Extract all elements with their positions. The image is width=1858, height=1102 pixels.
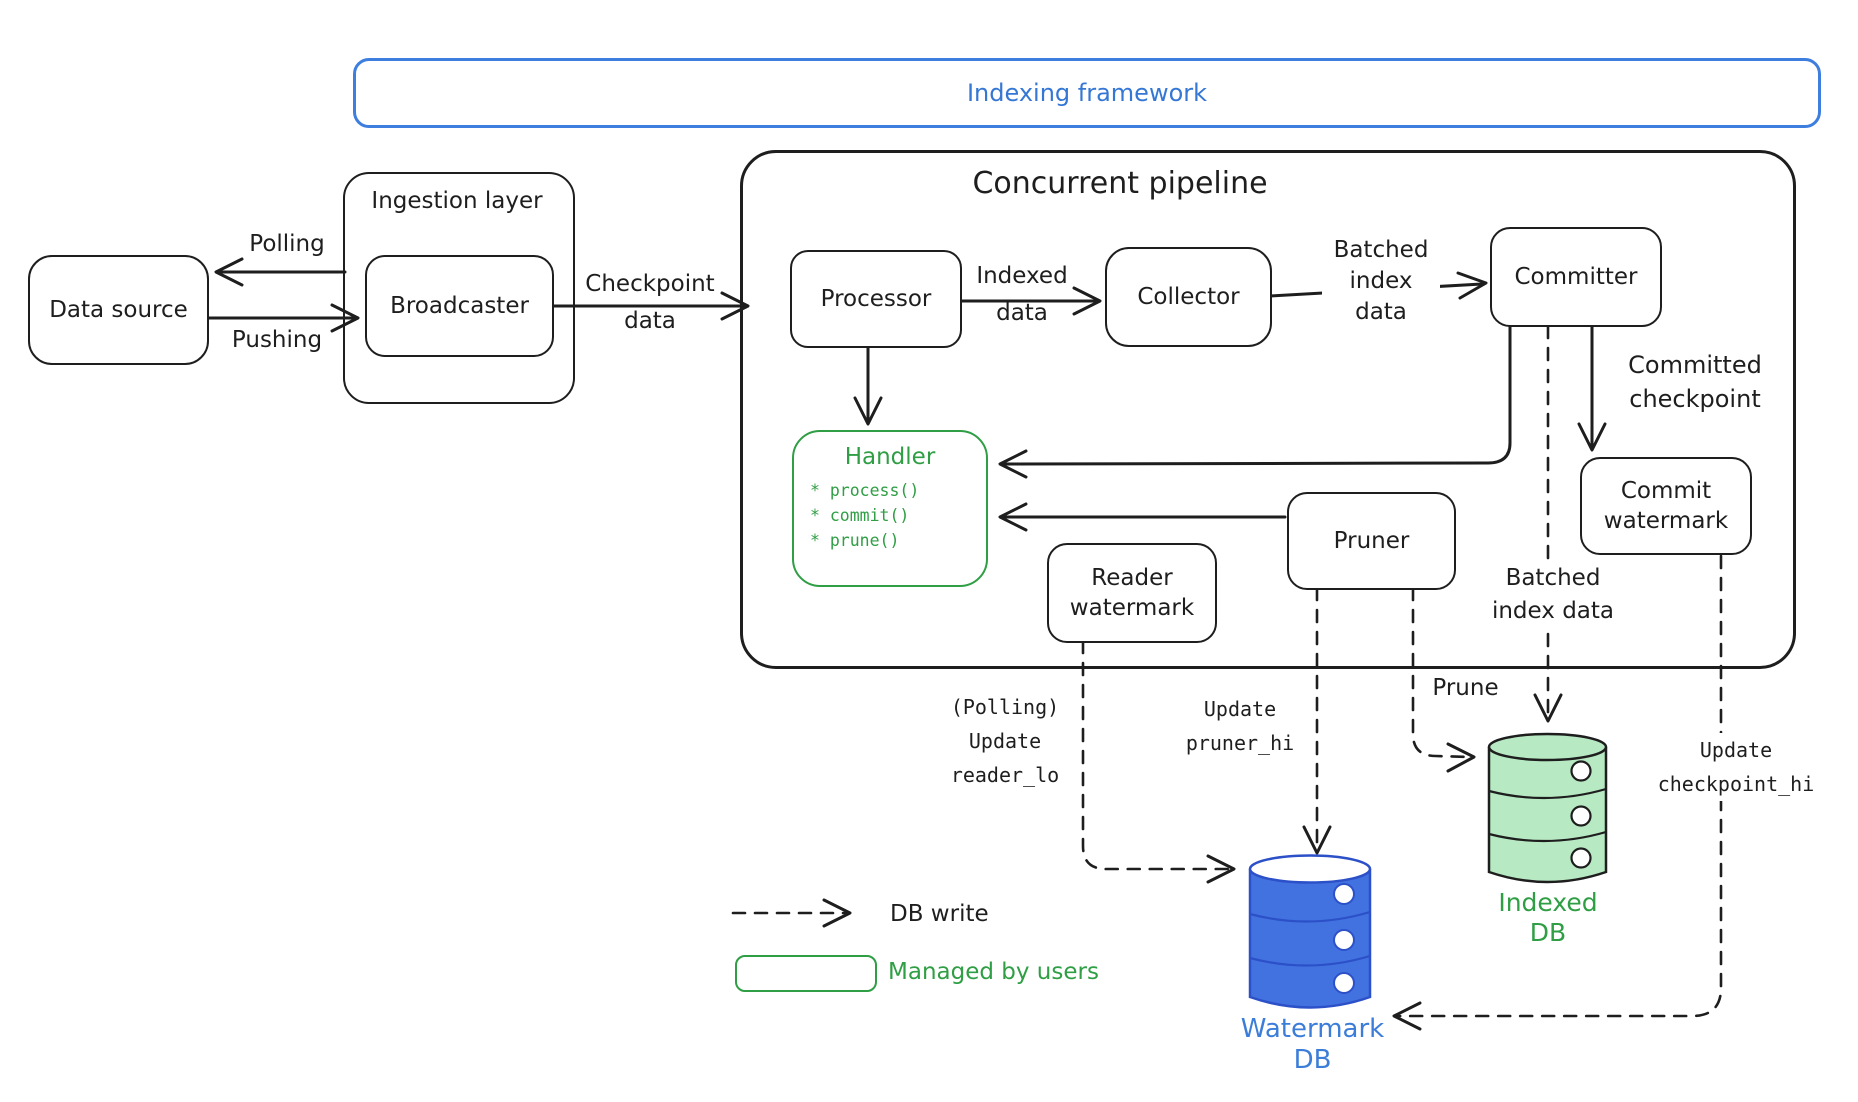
handler-method-process: * process() (810, 481, 920, 500)
reader-lo-dashed-line (1081, 639, 1232, 871)
update-pruner-hi-label: Update pruner_hi (1185, 697, 1295, 755)
indexed-db-icon (1487, 732, 1608, 884)
pruner-node: Pruner (1287, 492, 1456, 590)
broadcaster-node: Broadcaster (365, 255, 554, 357)
handler-method-list: * process() * commit() * prune() (794, 478, 986, 553)
collector-node: Collector (1105, 247, 1272, 347)
ingestion-layer-label: Ingestion layer (371, 188, 543, 214)
committer-label: Committer (1514, 264, 1638, 290)
indexing-framework-banner: Indexing framework (353, 58, 1821, 128)
banner-title: Indexing framework (966, 79, 1208, 107)
batched-index-data-bottom-label: Batched index data (1478, 562, 1628, 628)
collector-label: Collector (1137, 284, 1240, 310)
watermark-db-icon (1248, 854, 1372, 1009)
handler-method-prune: * prune() (810, 531, 900, 550)
reader-watermark-label: Reader watermark (1069, 565, 1195, 621)
ingestion-layer-box (343, 172, 575, 404)
dashed-lines (731, 324, 1723, 1018)
committed-checkpoint-label: Committed checkpoint (1628, 351, 1762, 413)
legend-managed-by-users-label: Managed by users (888, 959, 1099, 985)
pushing-edge-label: Pushing (231, 327, 323, 353)
processor-label: Processor (820, 286, 932, 312)
legend-db-write-label: DB write (890, 901, 989, 927)
processor-node: Processor (790, 250, 962, 348)
update-checkpoint-hi-label: Update checkpoint_hi (1638, 733, 1834, 801)
handler-method-commit: * commit() (810, 506, 910, 525)
commit-watermark-node: Commit watermark (1580, 457, 1752, 555)
concurrent-pipeline-box (740, 150, 1796, 669)
data-source-node: Data source (28, 255, 209, 365)
data-source-label: Data source (49, 297, 188, 323)
update-reader-lo-label: (Polling) Update reader_lo (950, 695, 1060, 787)
prune-dashed-line (1411, 586, 1472, 759)
pruner-label: Pruner (1333, 528, 1410, 554)
legend-managed-box (735, 955, 877, 992)
committer-to-handler-arrow (1000, 324, 1512, 466)
reader-watermark-node: Reader watermark (1047, 543, 1217, 643)
broadcaster-label: Broadcaster (390, 293, 529, 319)
indexed-db-label: Indexed DB (1498, 888, 1598, 947)
prune-label: Prune (1432, 675, 1499, 701)
committer-node: Committer (1490, 227, 1662, 327)
watermark-db-label: Watermark DB (1240, 1014, 1385, 1075)
handler-label: Handler (844, 444, 936, 470)
dashed-arrowheads (822, 693, 1563, 1031)
checkpoint-data-edge-label: Checkpoint data (585, 271, 715, 334)
commit-watermark-label: Commit watermark (1603, 478, 1729, 534)
batched-index-data-top-label: Batched index data (1322, 235, 1440, 328)
concurrent-pipeline-title: Concurrent pipeline (972, 166, 1268, 201)
polling-edge-label: Polling (249, 231, 325, 257)
handler-node: Handler * process() * commit() * prune() (792, 430, 988, 587)
indexed-data-edge-label: Indexed data (976, 263, 1068, 326)
